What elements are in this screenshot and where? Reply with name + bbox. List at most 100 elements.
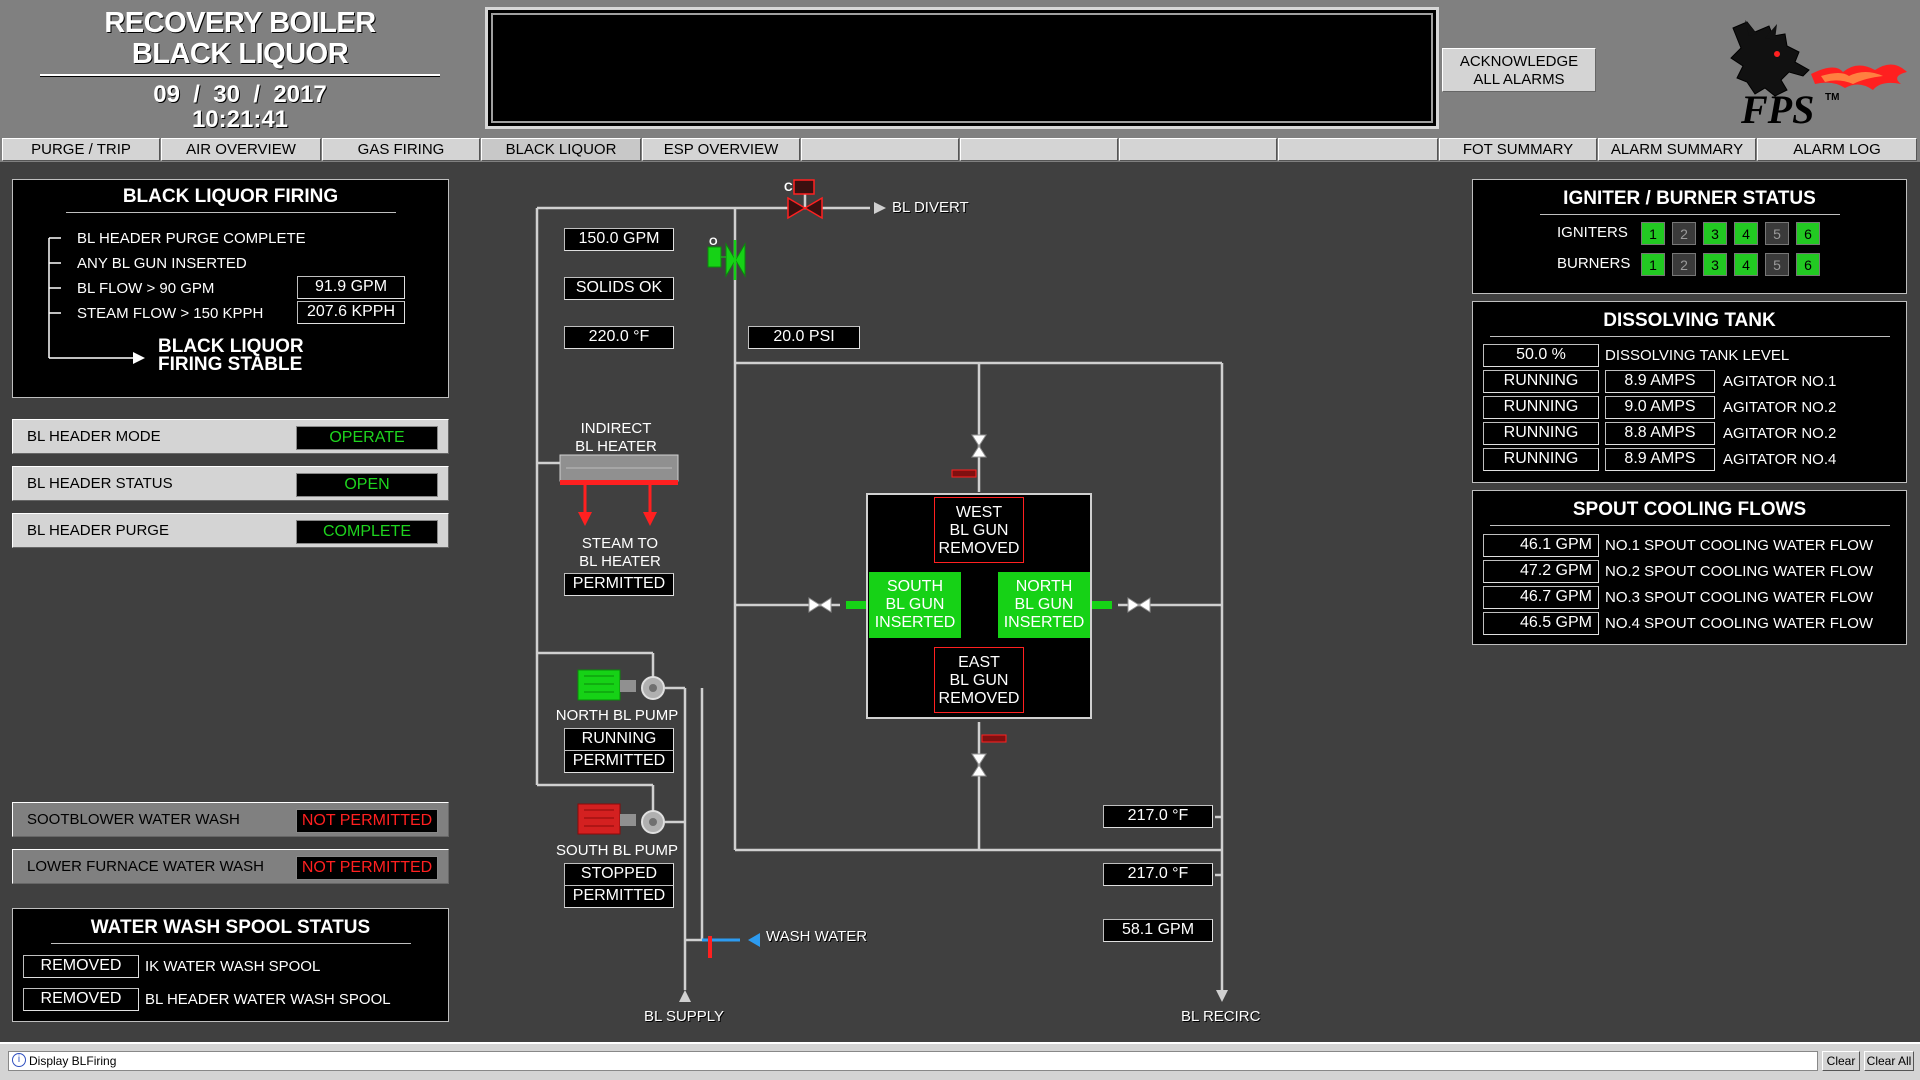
status-message-field[interactable]: i Display BLFiring: [8, 1051, 1818, 1071]
nav-empty-2[interactable]: [960, 138, 1118, 161]
nav-black-liquor[interactable]: BLACK LIQUOR: [481, 138, 641, 161]
east-gun-line2: BL GUN: [949, 672, 1009, 689]
bl-header-status-value: OPEN: [296, 473, 438, 497]
west-gun-valve-icon: [971, 434, 987, 458]
igniter-panel-title: IGNITER / BURNER STATUS: [1563, 188, 1816, 209]
burner-2-indicator[interactable]: 2: [1672, 253, 1696, 276]
north-bl-gun[interactable]: NORTH BL GUN INSERTED: [998, 572, 1090, 638]
logo-text: FPS: [1741, 87, 1815, 132]
igniter-6-indicator[interactable]: 6: [1796, 222, 1820, 245]
nav-empty-3[interactable]: [1119, 138, 1277, 161]
spout-title-rule: [1489, 525, 1890, 526]
dissolving-tank-panel: DISSOLVING TANK 50.0 % DISSOLVING TANK L…: [1472, 301, 1907, 483]
steam-label-1: STEAM TO: [581, 535, 659, 552]
agitator-status: RUNNING: [1483, 396, 1599, 419]
bl-spool-status: REMOVED: [23, 988, 139, 1011]
nav-alarm-log[interactable]: ALARM LOG: [1757, 138, 1917, 161]
bl-divert-label: BL DIVERT: [892, 199, 969, 216]
agitator-amps: 9.0 AMPS: [1605, 396, 1715, 419]
igniters-label: IGNITERS: [1557, 224, 1628, 241]
north-gun-line1: NORTH: [1015, 578, 1073, 595]
burner-4-indicator[interactable]: 4: [1734, 253, 1758, 276]
west-gun-line2: BL GUN: [949, 522, 1009, 539]
east-bl-gun[interactable]: EAST BL GUN REMOVED: [934, 647, 1024, 713]
agitator-label: AGITATOR NO.2: [1723, 399, 1837, 416]
burner-1-indicator[interactable]: 1: [1641, 253, 1665, 276]
clear-all-button[interactable]: Clear All: [1864, 1051, 1914, 1071]
wash-water-label: WASH WATER: [766, 928, 868, 945]
solids-status: SOLIDS OK: [564, 277, 674, 300]
bl-header-mode-row[interactable]: BL HEADER MODE OPERATE: [12, 419, 449, 454]
nav-air-overview[interactable]: AIR OVERVIEW: [161, 138, 321, 161]
burner-3-indicator[interactable]: 3: [1703, 253, 1727, 276]
north-pump-run-status: RUNNING: [564, 728, 674, 751]
fps-logo: FPS TM: [1725, 18, 1915, 132]
clear-button[interactable]: Clear: [1822, 1051, 1860, 1071]
date-display: 09 / 30 / 2017: [153, 81, 327, 108]
south-pump-run-status: STOPPED: [564, 863, 674, 886]
nav-empty-4[interactable]: [1278, 138, 1438, 161]
bl-header-purge-label: BL HEADER PURGE: [27, 522, 169, 539]
title-line2: BLACK LIQUOR: [131, 38, 349, 70]
east-gun-valve-icon: [971, 753, 987, 777]
burners-label: BURNERS: [1557, 255, 1631, 272]
nav-gas-firing[interactable]: GAS FIRING: [322, 138, 480, 161]
bl-header-purge-row[interactable]: BL HEADER PURGE COMPLETE: [12, 513, 449, 548]
agitator-amps: 8.8 AMPS: [1605, 422, 1715, 445]
nav-empty-1[interactable]: [801, 138, 959, 161]
bl-header-purge-value: COMPLETE: [296, 520, 438, 544]
burner-6-indicator[interactable]: 6: [1796, 253, 1820, 276]
display-title: RECOVERY BOILER BLACK LIQUOR 09 / 30 / 2…: [40, 8, 440, 132]
sootblower-value: NOT PERMITTED: [296, 809, 438, 833]
spool-title: WATER WASH SPOOL STATUS: [90, 917, 371, 938]
igniter-4-indicator[interactable]: 4: [1734, 222, 1758, 245]
igniter-1-indicator[interactable]: 1: [1641, 222, 1665, 245]
south-gun-line1: SOUTH: [887, 578, 943, 595]
title-divider: [40, 74, 440, 76]
burner-5-indicator[interactable]: 5: [1765, 253, 1789, 276]
spool-title-rule: [50, 943, 411, 944]
east-gun-line1: EAST: [958, 654, 1000, 671]
bl-header-mode-label: BL HEADER MODE: [27, 428, 161, 445]
south-bl-pump-icon: [577, 803, 665, 835]
info-icon: i: [12, 1053, 26, 1067]
nav-fot-summary[interactable]: FOT SUMMARY: [1439, 138, 1597, 161]
igniter-3-indicator[interactable]: 3: [1703, 222, 1727, 245]
dragon-logo-icon: [1730, 20, 1907, 97]
spout-flow-value: 46.1 GPM: [1483, 534, 1599, 557]
bl-header-mode-value: OPERATE: [296, 426, 438, 450]
cond-bl-flow: BL FLOW > 90 GPM: [77, 280, 215, 297]
alarm-banner-window[interactable]: [485, 7, 1439, 129]
west-bl-gun[interactable]: WEST BL GUN REMOVED: [934, 497, 1024, 563]
sootblower-water-wash-row[interactable]: SOOTBLOWER WATER WASH NOT PERMITTED: [12, 802, 449, 837]
north-pump-permit-status: PERMITTED: [564, 750, 674, 773]
south-gun-line3: INSERTED: [874, 614, 956, 631]
steam-flow-value: 207.6 KPPH: [297, 301, 405, 324]
acknowledge-all-alarms-button[interactable]: ACKNOWLEDGE ALL ALARMS: [1442, 48, 1596, 92]
west-gun-line3: REMOVED: [938, 540, 1020, 557]
cond-steam-flow: STEAM FLOW > 150 KPPH: [77, 305, 264, 322]
indirect-bl-heater-icon: [559, 454, 679, 526]
nav-alarm-summary[interactable]: ALARM SUMMARY: [1598, 138, 1756, 161]
west-gun-line1: WEST: [955, 504, 1003, 521]
nav-esp-overview[interactable]: ESP OVERVIEW: [642, 138, 800, 161]
dissolving-tank-title: DISSOLVING TANK: [1603, 310, 1776, 331]
south-bl-gun[interactable]: SOUTH BL GUN INSERTED: [869, 572, 961, 638]
north-pump-label: NORTH BL PUMP: [555, 707, 679, 724]
steam-label-2: BL HEATER: [579, 553, 661, 570]
spout-flow-label: NO.1 SPOUT COOLING WATER FLOW: [1605, 537, 1874, 554]
bl-temp-in-value: 220.0 °F: [564, 326, 674, 349]
igniter-2-indicator[interactable]: 2: [1672, 222, 1696, 245]
nav-purge-trip[interactable]: PURGE / TRIP: [2, 138, 160, 161]
lower-furnace-water-wash-row[interactable]: LOWER FURNACE WATER WASH NOT PERMITTED: [12, 849, 449, 884]
igniter-5-indicator[interactable]: 5: [1765, 222, 1789, 245]
lower-furnace-value: NOT PERMITTED: [296, 856, 438, 880]
tank-level-label: DISSOLVING TANK LEVEL: [1605, 347, 1790, 364]
title-line1: RECOVERY BOILER: [104, 7, 376, 39]
bl-header-status-row[interactable]: BL HEADER STATUS OPEN: [12, 466, 449, 501]
cond-any-gun: ANY BL GUN INSERTED: [77, 255, 247, 272]
igniter-title-rule: [1539, 214, 1840, 215]
bl-control-valve-icon: [707, 242, 746, 278]
south-pump-label: SOUTH BL PUMP: [556, 842, 678, 859]
firing-stable-line2: FIRING STABLE: [158, 354, 303, 375]
